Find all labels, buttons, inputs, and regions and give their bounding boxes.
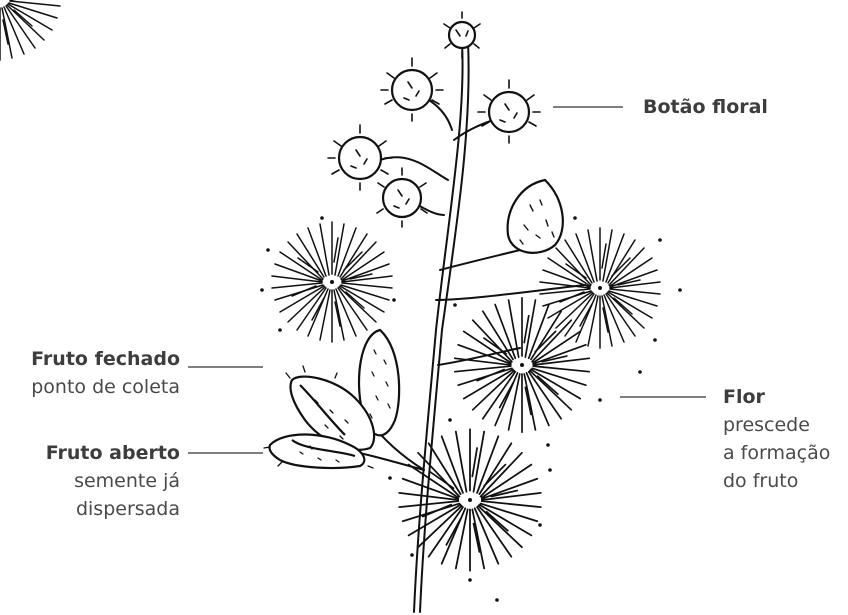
label-flor-note-3: do fruto: [723, 467, 830, 495]
bud-upper-right: [489, 92, 529, 132]
bud-top: [449, 22, 475, 48]
bud-lower: [383, 179, 421, 217]
label-botao-floral: Botão floral: [643, 93, 768, 121]
leaf: [508, 180, 563, 253]
flower-template: [0, 0, 60, 60]
main-stem: [335, 42, 585, 612]
label-flor: Flor prescede a formação do fruto: [723, 383, 830, 495]
bud-upper-left: [392, 70, 432, 110]
label-flor-note-1: prescede: [723, 411, 830, 439]
label-fruto-fechado: Fruto fechado ponto de coleta: [31, 345, 180, 401]
label-flor-note-2: a formação: [723, 439, 830, 467]
label-flor-title: Flor: [723, 383, 830, 411]
bud-middle-left: [339, 137, 381, 179]
label-fruto-fechado-note: ponto de coleta: [31, 373, 180, 401]
label-fruto-aberto: Fruto aberto semente já dispersada: [46, 439, 180, 523]
label-fruto-aberto-title: Fruto aberto: [46, 439, 180, 467]
label-botao-floral-title: Botão floral: [643, 93, 768, 121]
label-fruto-aberto-note-2: dispersada: [46, 495, 180, 523]
label-fruto-fechado-title: Fruto fechado: [31, 345, 180, 373]
label-fruto-aberto-note-1: semente já: [46, 467, 180, 495]
